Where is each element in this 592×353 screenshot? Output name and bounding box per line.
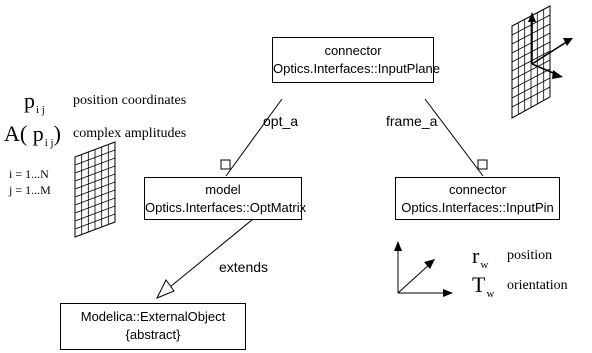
generalization-label: extends	[219, 259, 269, 275]
association-line-frame-a	[424, 98, 484, 177]
legend-description: orientation	[507, 278, 568, 293]
matrix-grid-icon	[74, 141, 116, 238]
legend-subscript: i j	[44, 137, 54, 149]
legend-description: complex amplitudes	[73, 126, 187, 141]
legend-orientation: Tw	[472, 272, 495, 300]
index-range-j: j = 1...M	[9, 183, 51, 197]
stereotype-label: model	[205, 182, 241, 197]
generalization-line	[169, 214, 259, 288]
legend-symbol: p	[24, 88, 35, 113]
association-line-opt-a	[225, 98, 283, 177]
association-end-square-frame-a	[477, 159, 488, 170]
legend-description: position coordinates	[73, 93, 187, 108]
class-box-inputplane[interactable]: connector Optics.Interfaces::InputPlane	[272, 37, 440, 83]
legend-subscript: i j	[36, 104, 45, 116]
plane-axes-icon	[528, 12, 573, 79]
role-label-opt-a: opt_a	[263, 113, 299, 129]
class-box-externalobject[interactable]: Modelica::ExternalObject {abstract}	[60, 303, 246, 350]
legend-symbol-close: )	[53, 121, 61, 146]
legend-description: position	[507, 248, 553, 263]
class-name: Modelica::ExternalObject	[80, 309, 226, 324]
abstract-label: {abstract}	[125, 327, 181, 342]
legend-position: rw	[472, 243, 489, 271]
class-name: Optics.Interfaces::OptMatrix	[145, 200, 307, 215]
legend-complex-amplitudes: A( pi j)	[4, 121, 61, 149]
generalization-arrowhead	[155, 279, 175, 299]
legend-subscript: w	[486, 288, 495, 300]
index-range-i: i = 1...N	[9, 167, 49, 181]
stereotype-label: connector	[448, 182, 507, 197]
class-name: Optics.Interfaces::InputPin	[401, 200, 554, 215]
class-box-inputpin[interactable]: connector Optics.Interfaces::InputPin	[395, 177, 560, 220]
class-box-optmatrix[interactable]: model Optics.Interfaces::OptMatrix	[144, 177, 307, 220]
legend-symbol: A( p	[4, 121, 44, 146]
legend-symbol: r	[472, 243, 480, 268]
coordinate-frame-icon	[394, 241, 453, 297]
role-label-frame-a: frame_a	[386, 113, 438, 129]
input-plane-grid-icon	[511, 5, 551, 119]
association-end-square-opt-a	[220, 159, 231, 170]
legend-position-coordinates: pi j	[24, 88, 45, 116]
stereotype-label: connector	[324, 43, 382, 58]
legend-symbol: T	[472, 272, 486, 297]
legend-subscript: w	[480, 259, 489, 271]
class-name: Optics.Interfaces::InputPlane	[273, 61, 440, 76]
